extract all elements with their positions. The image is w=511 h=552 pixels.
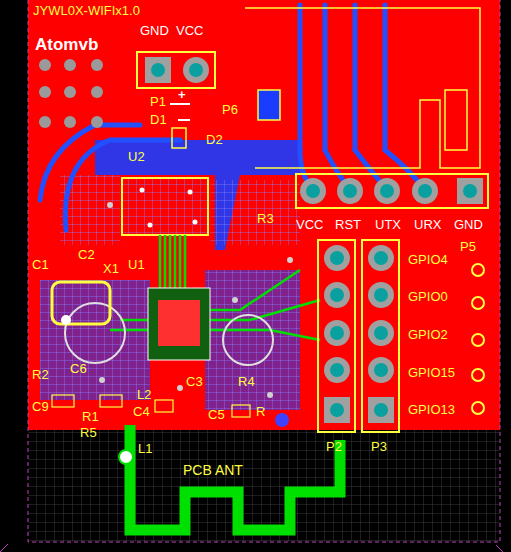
header-pad	[324, 320, 350, 346]
silkscreen-label: R	[256, 405, 265, 418]
pad-hole	[330, 363, 344, 377]
silkscreen-label: P3	[371, 440, 387, 453]
silkscreen-label: GPIO0	[408, 290, 448, 303]
silkscreen-label: P5	[460, 240, 476, 253]
header-pad	[324, 245, 350, 271]
pad-hole	[374, 326, 388, 340]
silkscreen-label: GPIO4	[408, 253, 448, 266]
silkscreen-label: D2	[206, 133, 223, 146]
header-pad	[324, 397, 350, 423]
silkscreen-label: C4	[133, 405, 150, 418]
silkscreen-label: RST	[335, 218, 361, 231]
silkscreen-label: VCC	[176, 24, 203, 37]
silkscreen-label: GND	[454, 218, 483, 231]
silkscreen-label: +	[178, 88, 186, 101]
pad-hole	[330, 288, 344, 302]
silkscreen-label: P6	[222, 103, 238, 116]
pad-hole	[330, 403, 344, 417]
silkscreen-label: GND	[140, 24, 169, 37]
pad-hole	[330, 251, 344, 265]
silkscreen-label: R5	[80, 426, 97, 439]
silkscreen-label: GPIO13	[408, 403, 455, 416]
silkscreen-label: C1	[32, 258, 49, 271]
pad-hole	[374, 363, 388, 377]
pad-hole	[330, 326, 344, 340]
silkscreen-label: C9	[32, 400, 49, 413]
pad-hole	[374, 288, 388, 302]
silkscreen-label: R3	[257, 212, 274, 225]
header-pad	[324, 357, 350, 383]
silkscreen-label: GPIO15	[408, 366, 455, 379]
header-pad	[368, 397, 394, 423]
silkscreen-label: X1	[103, 262, 119, 275]
silkscreen-label: P1	[150, 95, 166, 108]
silkscreen-label: U1	[128, 258, 145, 271]
silkscreen-label: R2	[32, 368, 49, 381]
silkscreen-label: C3	[186, 375, 203, 388]
silkscreen-label: VCC	[296, 218, 323, 231]
header-pad	[368, 320, 394, 346]
silkscreen-label: C5	[208, 408, 225, 421]
silkscreen-label: L1	[138, 442, 152, 455]
silkscreen-label: URX	[414, 218, 441, 231]
silkscreen-label: D1	[150, 113, 167, 126]
silkscreen-label: R1	[82, 410, 99, 423]
silkscreen-label: C6	[70, 362, 87, 375]
silkscreen-label: PCB ANT	[183, 463, 243, 477]
silkscreen-label: R4	[238, 375, 255, 388]
silkscreen-label: JYWL0X-WIFIx1.0	[33, 4, 140, 17]
silkscreen-label: C2	[78, 248, 95, 261]
header-pad	[368, 282, 394, 308]
pad-hole	[374, 251, 388, 265]
silkscreen-label: U2	[128, 150, 145, 163]
silkscreen-label: L2	[137, 388, 151, 401]
silkscreen-label: GPIO2	[408, 328, 448, 341]
header-pad	[324, 282, 350, 308]
silkscreen-label: UTX	[375, 218, 401, 231]
header-pad	[368, 245, 394, 271]
silkscreen-label: Atomvb	[35, 36, 98, 53]
header-pad	[368, 357, 394, 383]
pad-hole	[374, 403, 388, 417]
silkscreen-label: P2	[326, 440, 342, 453]
